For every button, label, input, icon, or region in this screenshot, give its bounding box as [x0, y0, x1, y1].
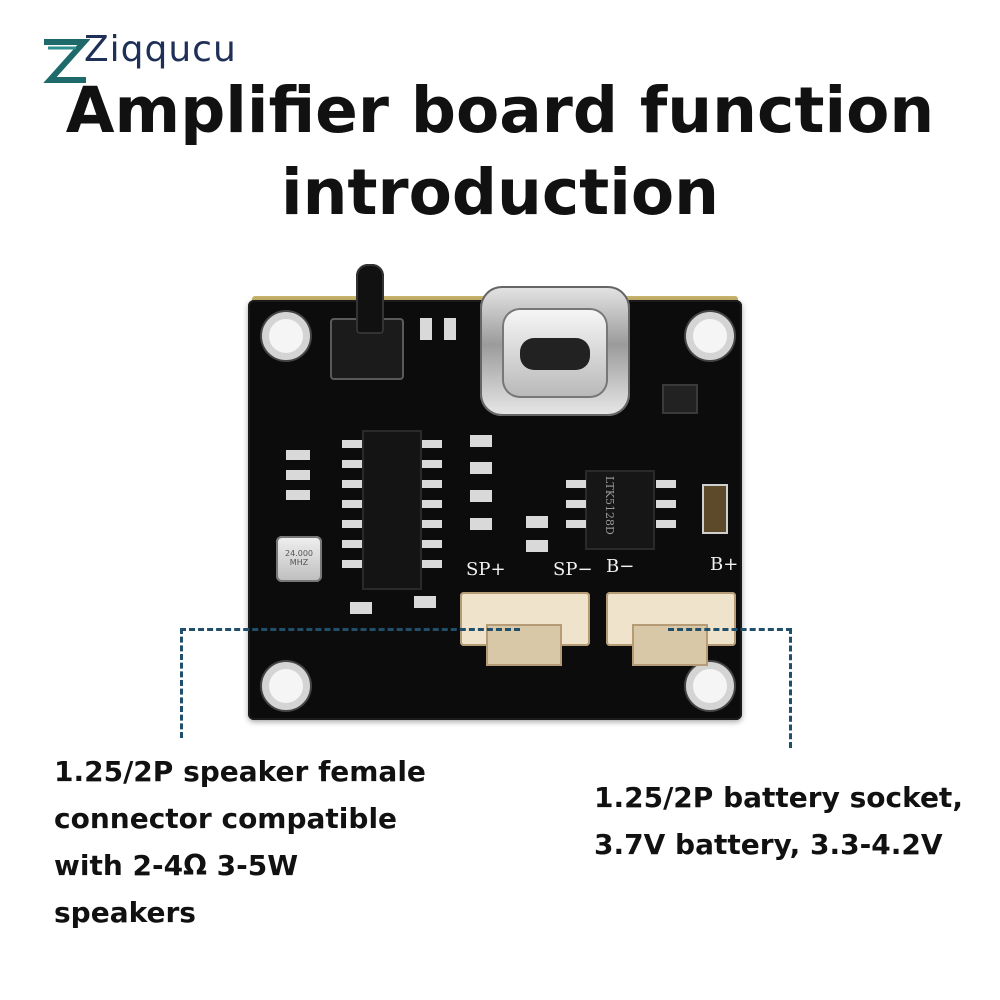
speaker-caption-line: 1.25/2P speaker female — [54, 755, 426, 788]
ic-pin — [422, 440, 442, 448]
ic-pin — [342, 520, 362, 528]
mount-hole-bottom-left — [262, 662, 310, 710]
ic-pin — [422, 540, 442, 548]
page-title: Amplifier board function introduction — [0, 70, 1000, 234]
led-indicator — [444, 318, 456, 340]
speaker-connector-tab — [486, 624, 562, 666]
smd-resistor — [286, 490, 310, 500]
silk-sp-minus: SP− — [553, 559, 593, 580]
usb-c-port — [480, 286, 630, 416]
ic-pin — [342, 460, 362, 468]
chip-marking: LTK5128D — [603, 476, 616, 535]
ic-pin — [342, 500, 362, 508]
speaker-caption: 1.25/2P speaker female connector compati… — [54, 748, 426, 936]
silk-b-minus: B− — [606, 556, 635, 577]
ic-pin — [566, 520, 586, 528]
smd-capacitor — [470, 435, 492, 447]
battery-caption: 1.25/2P battery socket, 3.7V battery, 3.… — [594, 774, 963, 868]
speaker-caption-line: speakers — [54, 896, 196, 929]
speaker-callout-line — [180, 628, 520, 631]
ic-pin — [422, 500, 442, 508]
smd-resistor — [286, 450, 310, 460]
amplifier-ic — [362, 430, 422, 590]
ic-pin — [656, 520, 676, 528]
battery-caption-line: 3.7V battery, 3.3-4.2V — [594, 828, 943, 861]
ic-pin — [342, 480, 362, 488]
usb-c-slot — [520, 338, 590, 370]
smd-capacitor — [526, 540, 548, 552]
brand-logo-text: Ziqqucu — [84, 29, 237, 70]
usb-c-shell — [502, 308, 608, 398]
smd-resistor — [286, 470, 310, 480]
crystal-marking: 24.000 MHZ — [285, 549, 313, 567]
ic-pin — [422, 520, 442, 528]
ic-pin — [566, 500, 586, 508]
title-line-1: Amplifier board function — [65, 74, 935, 147]
battery-callout-line — [668, 628, 792, 631]
ltk5128d-chip: LTK5128D — [585, 470, 655, 550]
smd-capacitor — [414, 596, 436, 608]
mount-hole-top-right — [686, 312, 734, 360]
title-line-2: introduction — [280, 156, 720, 229]
regulator-chip — [662, 384, 698, 414]
ic-pin — [656, 480, 676, 488]
smd-capacitor — [350, 602, 372, 614]
ic-pin — [422, 560, 442, 568]
smd-capacitor — [470, 462, 492, 474]
battery-caption-line: 1.25/2P battery socket, — [594, 781, 963, 814]
led-indicator — [420, 318, 432, 340]
battery-connector-tab — [632, 624, 708, 666]
ic-pin — [422, 480, 442, 488]
mount-hole-top-left — [262, 312, 310, 360]
tactile-button-stem — [356, 264, 384, 334]
ic-pin — [566, 480, 586, 488]
speaker-caption-line: with 2-4Ω 3-5W — [54, 849, 299, 882]
inductor — [702, 484, 728, 534]
silk-b-plus: B+ — [710, 554, 739, 575]
ic-pin — [422, 460, 442, 468]
smd-capacitor — [470, 490, 492, 502]
mount-hole-bottom-right — [686, 662, 734, 710]
crystal-oscillator: 24.000 MHZ — [276, 536, 322, 582]
speaker-caption-line: connector compatible — [54, 802, 398, 835]
smd-capacitor — [470, 518, 492, 530]
smd-capacitor — [526, 516, 548, 528]
ic-pin — [342, 560, 362, 568]
brand-logo: Ziqqucu — [40, 32, 260, 92]
ic-pin — [342, 440, 362, 448]
ic-pin — [656, 500, 676, 508]
brand-z-icon — [43, 39, 90, 83]
battery-callout-drop — [789, 628, 792, 748]
silk-sp-plus: SP+ — [466, 559, 506, 580]
ic-pin — [342, 540, 362, 548]
speaker-callout-drop — [180, 628, 183, 738]
